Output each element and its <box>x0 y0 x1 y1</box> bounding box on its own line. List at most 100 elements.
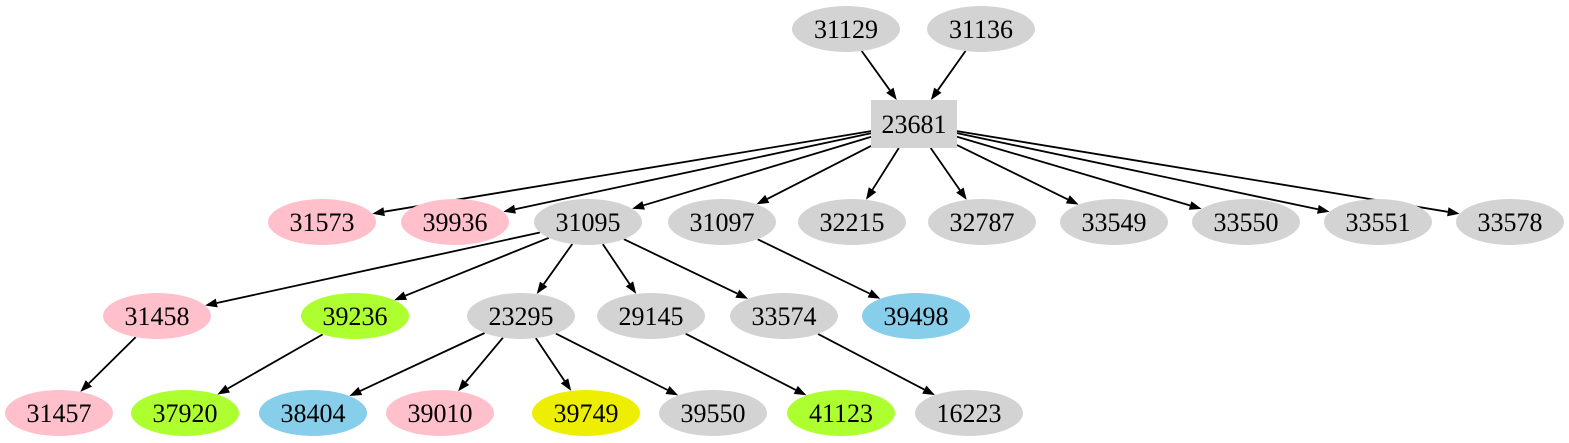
arrowhead-icon <box>560 378 572 391</box>
node-shape-ellipse <box>386 390 494 436</box>
graph-node-33550: 33550 <box>1192 199 1300 245</box>
graph-node-29145: 29145 <box>597 293 705 339</box>
graph-edge-31129-23681 <box>860 50 897 100</box>
node-label: 39936 <box>423 208 488 237</box>
node-label: 16223 <box>937 399 1002 428</box>
arrowhead-icon <box>665 386 679 396</box>
node-shape-ellipse <box>103 293 211 339</box>
node-shape-ellipse <box>401 199 509 245</box>
graph-node-31458: 31458 <box>103 293 211 339</box>
node-shape-ellipse <box>467 293 575 339</box>
node-shape-ellipse <box>259 390 367 436</box>
node-shape-ellipse <box>5 390 113 436</box>
node-label: 39498 <box>884 302 949 331</box>
node-shape-ellipse <box>534 199 642 245</box>
node-label: 29145 <box>619 302 684 331</box>
arrowhead-icon <box>866 187 877 200</box>
graph-edge-23295-39749 <box>535 337 572 391</box>
node-shape-ellipse <box>915 390 1023 436</box>
arrowhead-icon <box>217 384 230 395</box>
graph-edge-23681-31097 <box>756 145 872 205</box>
node-shape-ellipse <box>131 390 239 436</box>
edge-line <box>937 50 967 91</box>
node-label: 39010 <box>408 399 473 428</box>
node-shape-ellipse <box>659 390 767 436</box>
graph-edge-33574-16223 <box>817 333 935 396</box>
graph-edge-31095-39236 <box>394 236 550 301</box>
graph-edge-23681-33578 <box>956 130 1460 217</box>
graph-edge-39236-37920 <box>217 333 324 395</box>
node-label: 23681 <box>882 110 947 139</box>
node-shape-ellipse <box>862 293 970 339</box>
graph-edge-31097-39498 <box>757 238 881 299</box>
graph-edge-23681-33551 <box>956 132 1330 214</box>
graph-edge-23295-39010 <box>458 337 504 392</box>
node-shape-ellipse <box>301 293 409 339</box>
arrowhead-icon <box>793 385 807 396</box>
node-shape-ellipse <box>798 199 906 245</box>
graph-edge-23681-33550 <box>956 135 1202 210</box>
arrowhead-icon <box>1188 201 1202 210</box>
arrowhead-icon <box>922 385 935 396</box>
edge-line <box>766 145 872 200</box>
arrowhead-icon <box>956 187 967 200</box>
arrowhead-icon <box>1065 195 1079 205</box>
arrowhead-icon <box>756 194 770 205</box>
node-label: 31097 <box>690 208 755 237</box>
node-label: 33550 <box>1214 208 1279 237</box>
node-shape-ellipse <box>927 6 1035 52</box>
graph-node-39550: 39550 <box>659 390 767 436</box>
arrowhead-icon <box>372 207 385 217</box>
node-label: 33549 <box>1082 208 1147 237</box>
edge-line <box>956 135 1191 207</box>
graph-edge-23681-33549 <box>956 144 1079 205</box>
arrowhead-icon <box>625 281 637 294</box>
node-label: 32215 <box>820 208 885 237</box>
edge-line <box>623 238 738 295</box>
graph-edge-29145-41123 <box>685 332 807 396</box>
node-label: 32787 <box>950 208 1015 237</box>
graph-node-33578: 33578 <box>1456 199 1564 245</box>
node-shape-ellipse <box>928 199 1036 245</box>
node-shape-ellipse <box>792 6 900 52</box>
graph-edge-23295-38404 <box>349 332 485 396</box>
graph-edge-23681-31573 <box>372 130 872 217</box>
node-shape-ellipse <box>532 390 640 436</box>
graph-node-33549: 33549 <box>1060 199 1168 245</box>
node-label: 31457 <box>27 399 92 428</box>
graph-node-23681: 23681 <box>871 100 957 148</box>
graph-node-31097: 31097 <box>668 199 776 245</box>
arrowhead-icon <box>349 386 363 396</box>
node-shape-ellipse <box>730 293 838 339</box>
graph-node-32787: 32787 <box>928 199 1036 245</box>
edge-line <box>88 336 137 385</box>
node-label: 41123 <box>809 399 873 428</box>
edge-line <box>216 231 541 304</box>
node-shape-box <box>871 100 957 148</box>
node-label: 39236 <box>323 302 388 331</box>
edge-line <box>817 333 925 391</box>
edge-line <box>643 136 872 207</box>
node-shape-ellipse <box>1324 199 1432 245</box>
node-label: 37920 <box>153 399 218 428</box>
node-label: 31129 <box>814 15 878 44</box>
graph-edge-31136-23681 <box>930 50 967 100</box>
arrowhead-icon <box>930 87 942 100</box>
graph-node-32215: 32215 <box>798 199 906 245</box>
node-shape-ellipse <box>1192 199 1300 245</box>
node-label: 23295 <box>489 302 554 331</box>
graph-edge-23681-32215 <box>866 147 900 200</box>
arrowhead-icon <box>735 289 749 299</box>
graph-node-31457: 31457 <box>5 390 113 436</box>
edge-line <box>227 333 324 390</box>
edge-line <box>535 337 566 382</box>
node-shape-ellipse <box>1456 199 1564 245</box>
graph-edge-31458-31457 <box>80 336 137 392</box>
node-shape-ellipse <box>787 390 895 436</box>
node-label: 31458 <box>125 302 190 331</box>
graph-node-39498: 39498 <box>862 293 970 339</box>
edge-line <box>359 332 485 392</box>
node-shape-ellipse <box>668 199 776 245</box>
edge-line <box>465 337 504 383</box>
